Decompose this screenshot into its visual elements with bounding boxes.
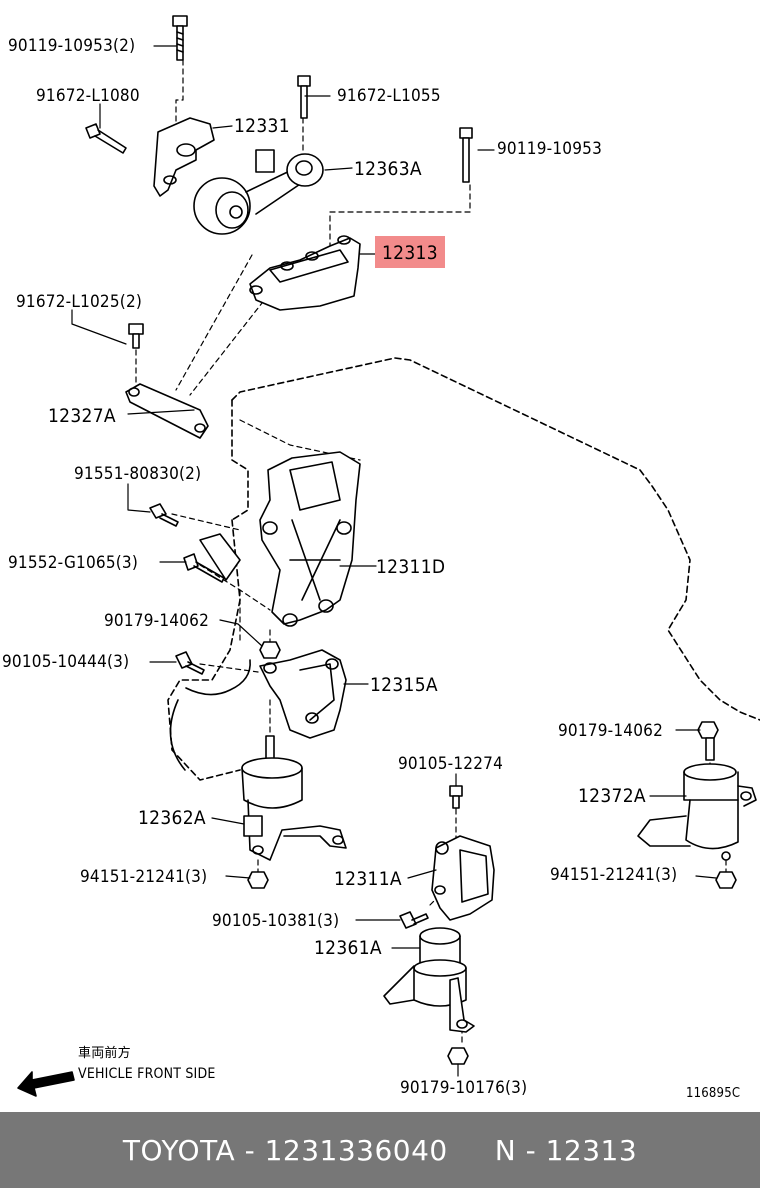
mount-12361A (383, 927, 475, 1033)
label-91672-L1055[interactable]: 91672-L1055 (337, 86, 441, 106)
bolt-90105-10381-3 (399, 911, 429, 929)
bolt-91551-80830-2 (149, 503, 179, 527)
label-90105-10444-3[interactable]: 90105-10444(3) (2, 652, 130, 672)
bolt-91672-L1055 (297, 75, 311, 119)
label-94151-21241-3-right[interactable]: 94151-21241(3) (550, 865, 678, 885)
nut-90179-14062-upper (259, 641, 281, 659)
bolt-91552-G1065-3 (183, 553, 225, 583)
nut-94151-21241-left (247, 871, 269, 889)
label-91672-L1080[interactable]: 91672-L1080 (36, 86, 140, 106)
label-91551-80830-2[interactable]: 91551-80830(2) (74, 464, 202, 484)
label-12315A[interactable]: 12315A (370, 674, 438, 696)
bracket-12315A (259, 649, 347, 739)
bolt-90105-12274 (449, 785, 463, 809)
label-12311A[interactable]: 12311A (334, 868, 402, 890)
label-90179-10176-3[interactable]: 90179-10176(3) (400, 1078, 528, 1098)
bolt-91672-L1025-2 (128, 323, 144, 349)
label-12311D[interactable]: 12311D (376, 556, 446, 578)
bracket-12331 (153, 117, 215, 197)
label-12362A[interactable]: 12362A (138, 807, 206, 829)
footer-part-number: TOYOTA - 1231336040 N - 12313 (122, 1133, 638, 1167)
highlight-box (375, 236, 445, 268)
footer-bar: TOYOTA - 1231336040 N - 12313 (0, 1112, 760, 1188)
bracket-12311D (199, 451, 361, 627)
parts-diagram (17, 15, 760, 1097)
torque-rod-12363A (193, 149, 324, 235)
label-90119-10953[interactable]: 90119-10953 (497, 139, 603, 159)
label-12313[interactable]: 12313 (382, 242, 438, 264)
bracket-12313 (249, 235, 361, 311)
label-leaders (71, 45, 717, 1077)
label-12327A[interactable]: 12327A (48, 405, 116, 427)
direction-note-jp: 車両前方 (78, 1046, 131, 1061)
mount-12362A (241, 735, 347, 861)
label-90179-14062-right[interactable]: 90179-14062 (558, 721, 664, 741)
bolt-90105-10444-3 (175, 651, 205, 675)
bolt-90119-10953 (459, 127, 473, 183)
engine-outline (167, 357, 760, 781)
label-91672-L1025-2[interactable]: 91672-L1025(2) (16, 292, 143, 312)
nut-94151-21241-right (715, 871, 737, 889)
vehicle-front-arrow-icon (17, 1071, 75, 1097)
direction-note-en: VEHICLE FRONT SIDE (78, 1066, 216, 1082)
bracket-12311A (431, 835, 495, 921)
label-94151-21241-3-left[interactable]: 94151-21241(3) (80, 867, 208, 887)
plate-12327A (125, 383, 209, 439)
diagram-id: 116895C (686, 1086, 741, 1101)
label-90119-10953-2[interactable]: 90119-10953(2) (8, 36, 136, 56)
label-90105-12274[interactable]: 90105-12274 (398, 754, 504, 774)
label-12363A[interactable]: 12363A (354, 158, 422, 180)
label-91552-G1065-3[interactable]: 91552-G1065(3) (8, 553, 139, 573)
nut-90179-10176-3 (447, 1047, 469, 1065)
mount-12372A (637, 763, 757, 861)
bolt-91672-L1080 (85, 123, 127, 154)
bolt-90119-10953-2 (172, 15, 188, 61)
label-90105-10381-3[interactable]: 90105-10381(3) (212, 911, 340, 931)
label-12331[interactable]: 12331 (234, 115, 290, 137)
label-12361A[interactable]: 12361A (314, 937, 382, 959)
nut-90179-14062-right (697, 721, 719, 761)
label-12372A[interactable]: 12372A (578, 785, 646, 807)
label-90179-14062-upper[interactable]: 90179-14062 (104, 611, 210, 631)
